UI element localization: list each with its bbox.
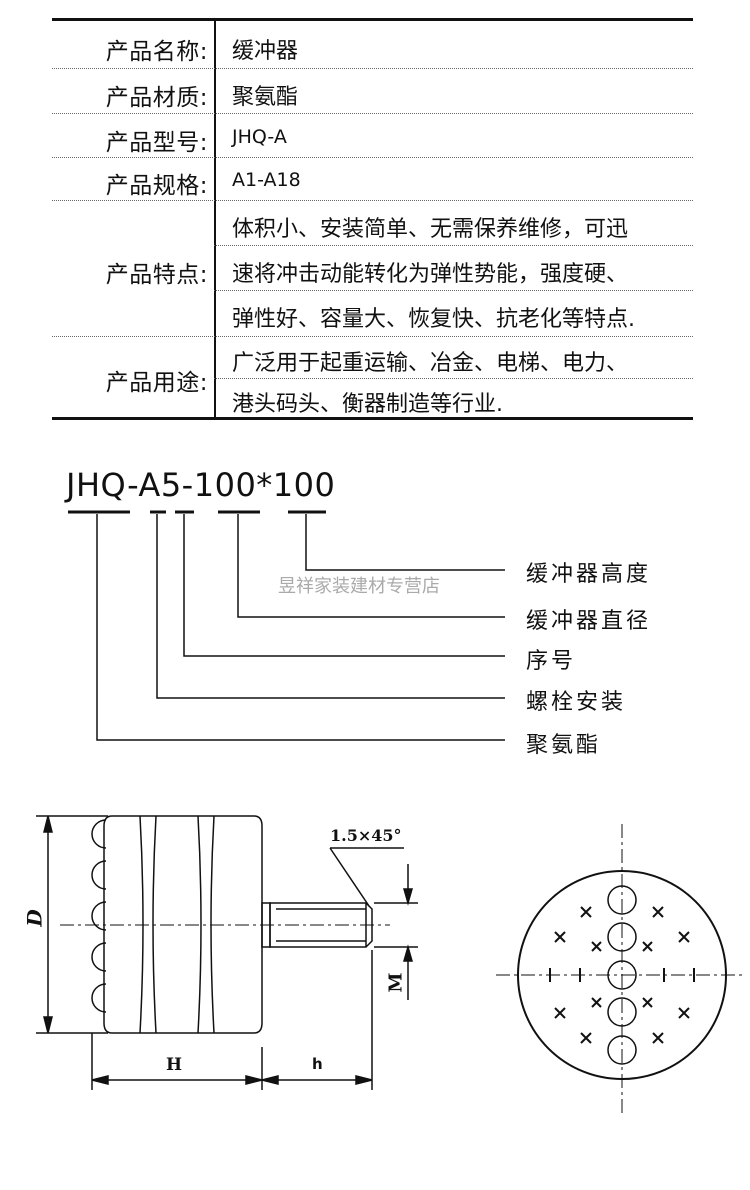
- table-row-material: 产品材质: 聚氨酯: [52, 69, 693, 114]
- row-value: JHQ-A: [232, 126, 287, 148]
- usage-line: 港头码头、衡器制造等行业.: [214, 379, 693, 420]
- table-row-spec: 产品规格: A1-A18: [52, 158, 693, 201]
- legend-serial: 序号: [526, 649, 577, 674]
- row-label: 产品用途:: [105, 370, 208, 396]
- feature-text: 速将冲击动能转化为弹性势能，强度硬、: [232, 262, 629, 287]
- dim-label-d: D: [22, 909, 47, 927]
- table-divider: [214, 21, 216, 417]
- model-code: JHQ-A5-100*100: [66, 466, 336, 504]
- row-label: 产品型号:: [105, 130, 208, 156]
- table-row-usage: 产品用途: 广泛用于起重运输、冶金、电梯、电力、 港头码头、衡器制造等行业.: [52, 337, 693, 420]
- row-label: 产品材质:: [105, 85, 208, 111]
- table-row-name: 产品名称: 缓冲器: [52, 21, 693, 69]
- feature-line: 弹性好、容量大、恢复快、抗老化等特点.: [214, 291, 693, 337]
- legend-height: 缓冲器高度: [526, 562, 652, 587]
- feature-text: 弹性好、容量大、恢复快、抗老化等特点.: [232, 307, 635, 332]
- row-value: 聚氨酯: [232, 85, 299, 110]
- legend-material: 聚氨酯: [526, 733, 602, 758]
- legend-diameter: 缓冲器直径: [526, 609, 652, 634]
- spec-table: 产品名称: 缓冲器 产品材质: 聚氨酯 产品型号: JHQ-A 产品规格: A1…: [52, 18, 693, 420]
- dim-label-h-upper: H: [166, 1055, 183, 1075]
- code-leader-lines: [68, 510, 505, 741]
- usage-text: 港头码头、衡器制造等行业.: [232, 392, 503, 417]
- row-label: 产品特点:: [105, 262, 208, 288]
- legend-bolt: 螺栓安装: [526, 690, 627, 715]
- feature-line: 体积小、安装简单、无需保养维修，可迅: [214, 201, 693, 246]
- feature-line: 速将冲击动能转化为弹性势能，强度硬、: [214, 246, 693, 291]
- watermark-text: 昱祥家装建材专营店: [278, 576, 440, 597]
- chamfer-label: 1.5×45°: [330, 826, 402, 845]
- row-label: 产品名称:: [105, 39, 208, 65]
- side-view-drawing: [36, 815, 418, 1090]
- feature-text: 体积小、安装简单、无需保养维修，可迅: [232, 217, 629, 242]
- end-view-drawing: [496, 824, 744, 1115]
- row-value: 缓冲器: [232, 39, 299, 64]
- dim-label-h-lower: h: [312, 1055, 323, 1073]
- dim-label-m: M: [385, 972, 407, 993]
- row-value: A1-A18: [232, 169, 301, 191]
- row-label: 产品规格:: [105, 173, 208, 199]
- usage-text: 广泛用于起重运输、冶金、电梯、电力、: [232, 351, 629, 376]
- usage-line: 广泛用于起重运输、冶金、电梯、电力、: [214, 337, 693, 379]
- table-row-model: 产品型号: JHQ-A: [52, 114, 693, 158]
- table-row-features: 产品特点: 体积小、安装简单、无需保养维修，可迅 速将冲击动能转化为弹性势能，强…: [52, 201, 693, 337]
